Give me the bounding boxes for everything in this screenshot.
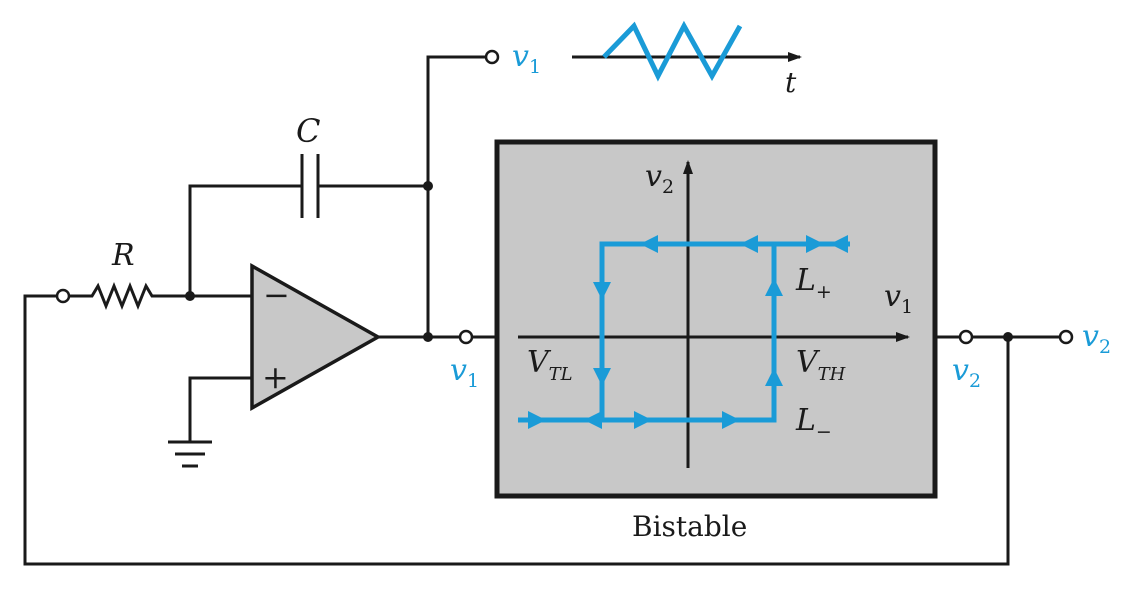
label-c: C (296, 112, 320, 150)
wire-output-up (426, 55, 486, 337)
resistor-r (69, 281, 190, 311)
label-v2-axis: v2 (645, 159, 674, 198)
label-v1-out: v1 (450, 353, 479, 392)
label-vth: VTH (796, 345, 846, 385)
label-t: t (785, 66, 797, 99)
label-r: R (111, 238, 135, 273)
input-terminal (55, 288, 71, 304)
bistable-block (494, 139, 938, 499)
node-v2 (1003, 332, 1013, 342)
opamp-minus-sign: − (263, 276, 290, 314)
hysteresis-arrows (528, 235, 848, 429)
label-vtl: VTL (527, 345, 573, 385)
op-amp (250, 263, 382, 411)
capacitor-c (300, 154, 320, 218)
label-v2-out: v2 (1082, 319, 1111, 358)
opamp-plus-sign: + (262, 358, 289, 396)
label-v1-axis: v1 (884, 279, 913, 318)
terminal-v2-out (1058, 329, 1074, 345)
terminal-v1-top (484, 49, 500, 65)
label-v1-top: v1 (512, 39, 541, 78)
label-l-minus: L− (795, 403, 832, 443)
ground-icon (168, 440, 212, 468)
wire-plus-ground (188, 376, 252, 442)
label-v2-in: v2 (952, 353, 981, 392)
terminal-v2-in (958, 329, 974, 345)
terminal-v1-out (458, 329, 474, 345)
triangle-waveform (602, 20, 743, 82)
feedback-wire (23, 294, 1010, 566)
label-l-plus: L+ (795, 263, 832, 303)
label-bistable: Bistable (632, 510, 747, 543)
wire-cap-left (188, 184, 302, 296)
